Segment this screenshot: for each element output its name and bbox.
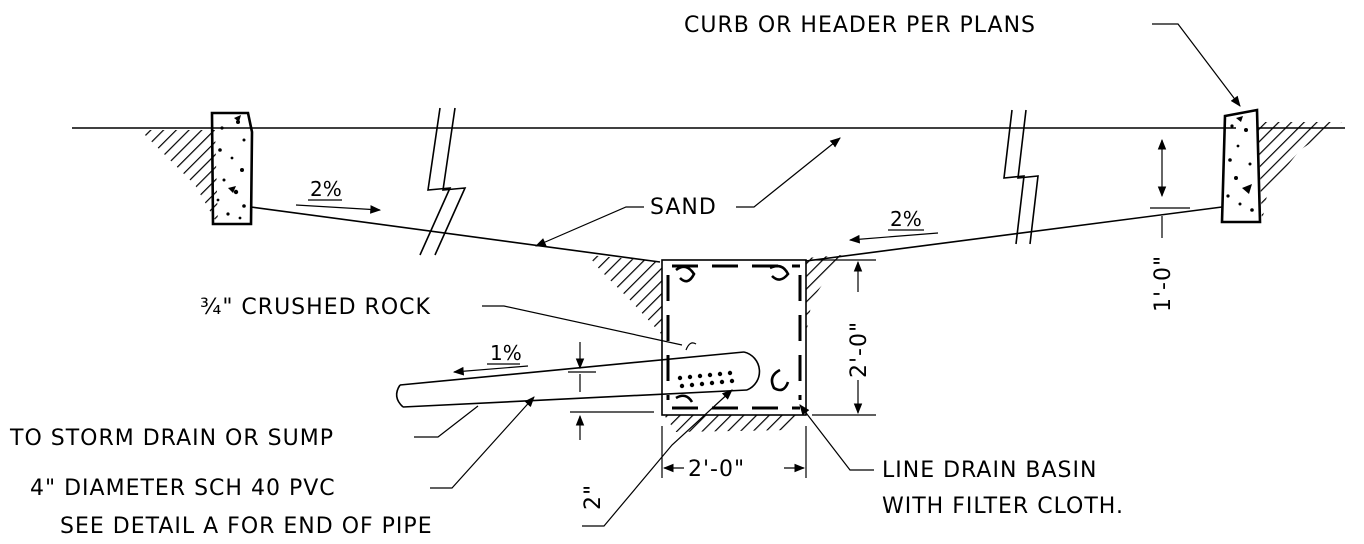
label-crushed-rock: ¾" CRUSHED ROCK [200, 295, 431, 320]
earth-hatch-left [140, 130, 218, 225]
slope-pipe-arrow [452, 365, 529, 376]
dim-pipe-clear [568, 342, 654, 440]
label-line-basin-1: LINE DRAIN BASIN [882, 458, 1097, 483]
leader-storm-drain [414, 405, 479, 438]
dim-basin-width-text: 2'-0" [688, 457, 745, 482]
label-detail-a: SEE DETAIL A FOR END OF PIPE [60, 514, 433, 539]
leader-line-basin [799, 404, 874, 471]
leader-sand-left [535, 206, 644, 247]
leader-curb [1152, 23, 1241, 107]
label-sand: SAND [650, 195, 717, 220]
rock-marker [685, 342, 697, 351]
break-line-right [1003, 109, 1039, 245]
leader-crushed-rock [482, 305, 683, 346]
filter-cloth [666, 264, 802, 410]
label-storm-drain: TO STORM DRAIN OR SUMP [9, 426, 334, 451]
label-pvc: 4" DIAMETER SCH 40 PVC [30, 476, 336, 501]
dim-depth-right [1150, 138, 1190, 238]
slope-right-label: 2% [890, 207, 922, 231]
basin-hatch-left [588, 255, 662, 335]
label-curb: CURB OR HEADER PER PLANS [684, 13, 1036, 38]
subgrade-line-right [805, 206, 1223, 262]
break-line-left [419, 107, 467, 256]
drain-basin [661, 259, 807, 416]
subgrade-line-left [250, 206, 661, 263]
curb-right [1220, 108, 1262, 224]
curb-left [210, 111, 254, 226]
slope-right-arrow [848, 232, 939, 244]
slope-pipe-label: 1% [490, 341, 522, 365]
label-line-basin-2: WITH FILTER CLOTH. [882, 494, 1124, 519]
leader-sand-right [736, 137, 841, 208]
dim-basin-height-text: 2'-0" [847, 321, 872, 378]
leader-pvc [430, 396, 535, 489]
slope-left-label: 2% [310, 177, 342, 201]
pvc-pipe [395, 351, 761, 408]
dim-basin-height [812, 259, 876, 416]
earth-hatch-right [1258, 122, 1342, 222]
dim-basin-width [661, 426, 807, 478]
leader-detail-a [582, 389, 733, 527]
slope-left-arrow [295, 204, 382, 214]
dim-pipe-clear-text: 2" [581, 484, 606, 510]
basin-hatch-bottom [664, 415, 800, 432]
basin-hatch-right [806, 255, 842, 335]
dim-depth-right-text: 1'-0" [1151, 255, 1176, 312]
